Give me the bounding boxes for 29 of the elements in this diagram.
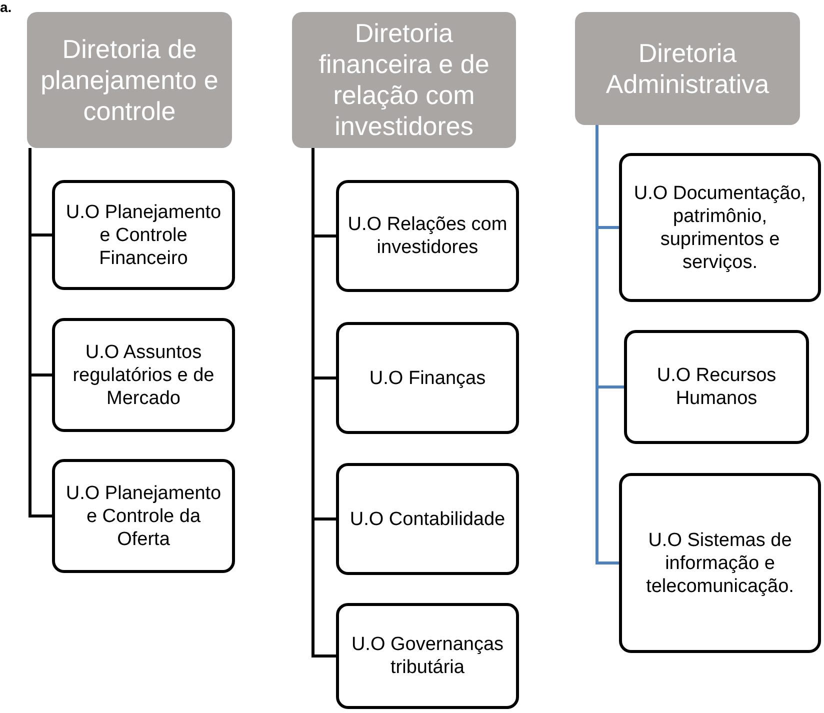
- director-title: Diretoria de planejamento e controle: [40, 34, 220, 126]
- director-title: Diretoria financeira e de relação com investidores: [318, 18, 490, 142]
- unit-name: U.O Governanças tributária: [350, 633, 505, 679]
- unit-box: [619, 473, 821, 653]
- unit-name: U.O Assuntos regulatórios e de Mercado: [72, 340, 216, 410]
- director-box: [292, 12, 516, 148]
- unit-name: U.O Relações com investidores: [346, 213, 508, 259]
- unit-name: U.O Contabilidade: [350, 508, 506, 530]
- unit-box: [619, 153, 821, 302]
- connector-line: [596, 125, 619, 564]
- unit-box: [336, 180, 519, 292]
- unit-box: [336, 603, 519, 709]
- unit-name: U.O Planejamento e Controle Financeiro: [64, 200, 222, 270]
- unit-box: [336, 322, 519, 434]
- unit-name: U.O Planejamento e Controle da Oferta: [64, 482, 222, 550]
- unit-name: U.O Finanças: [369, 366, 486, 390]
- unit-box: [52, 180, 235, 290]
- unit-name: U.O Sistemas de informação e telecomunicação.: [645, 528, 795, 598]
- unit-box: [52, 318, 235, 432]
- unit-box: [624, 330, 809, 444]
- director-box: [575, 12, 800, 125]
- director-title: Diretoria Administrativa: [604, 38, 770, 100]
- unit-box: [336, 463, 519, 575]
- panel-letter: a.: [0, 0, 12, 14]
- connector-line: [28, 148, 52, 518]
- unit-box: [52, 459, 235, 573]
- unit-name: U.O Documentação, patrimônio, suprimentos e serviços.: [632, 182, 808, 274]
- unit-name: U.O Recursos Humanos: [656, 364, 778, 410]
- director-box: [27, 12, 232, 148]
